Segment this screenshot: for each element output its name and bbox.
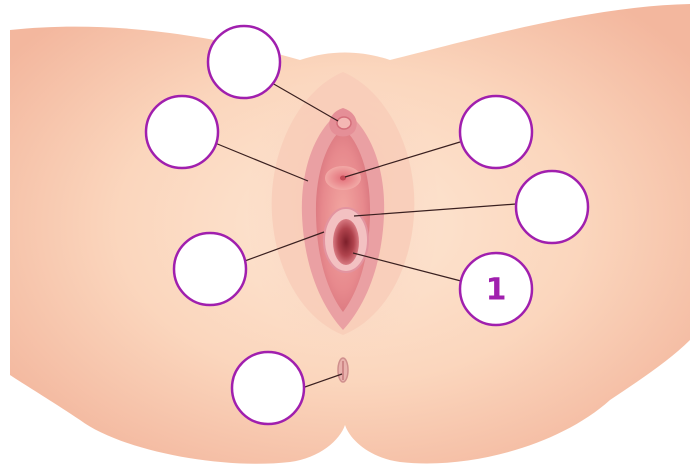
clitoris xyxy=(337,117,351,129)
label-circle-upper-right[interactable] xyxy=(460,96,532,168)
label-circle-lower-right[interactable]: 1 xyxy=(460,253,532,325)
label-circle-mid-right[interactable] xyxy=(516,171,588,243)
label-circle-top[interactable] xyxy=(208,26,280,98)
vaginal-opening xyxy=(333,219,359,265)
urethral-dot xyxy=(340,176,346,181)
label-text-lower-right: 1 xyxy=(486,273,507,308)
label-circle-bottom[interactable] xyxy=(232,352,304,424)
label-circle-mid-left[interactable] xyxy=(174,233,246,305)
label-circle-upper-left[interactable] xyxy=(146,96,218,168)
